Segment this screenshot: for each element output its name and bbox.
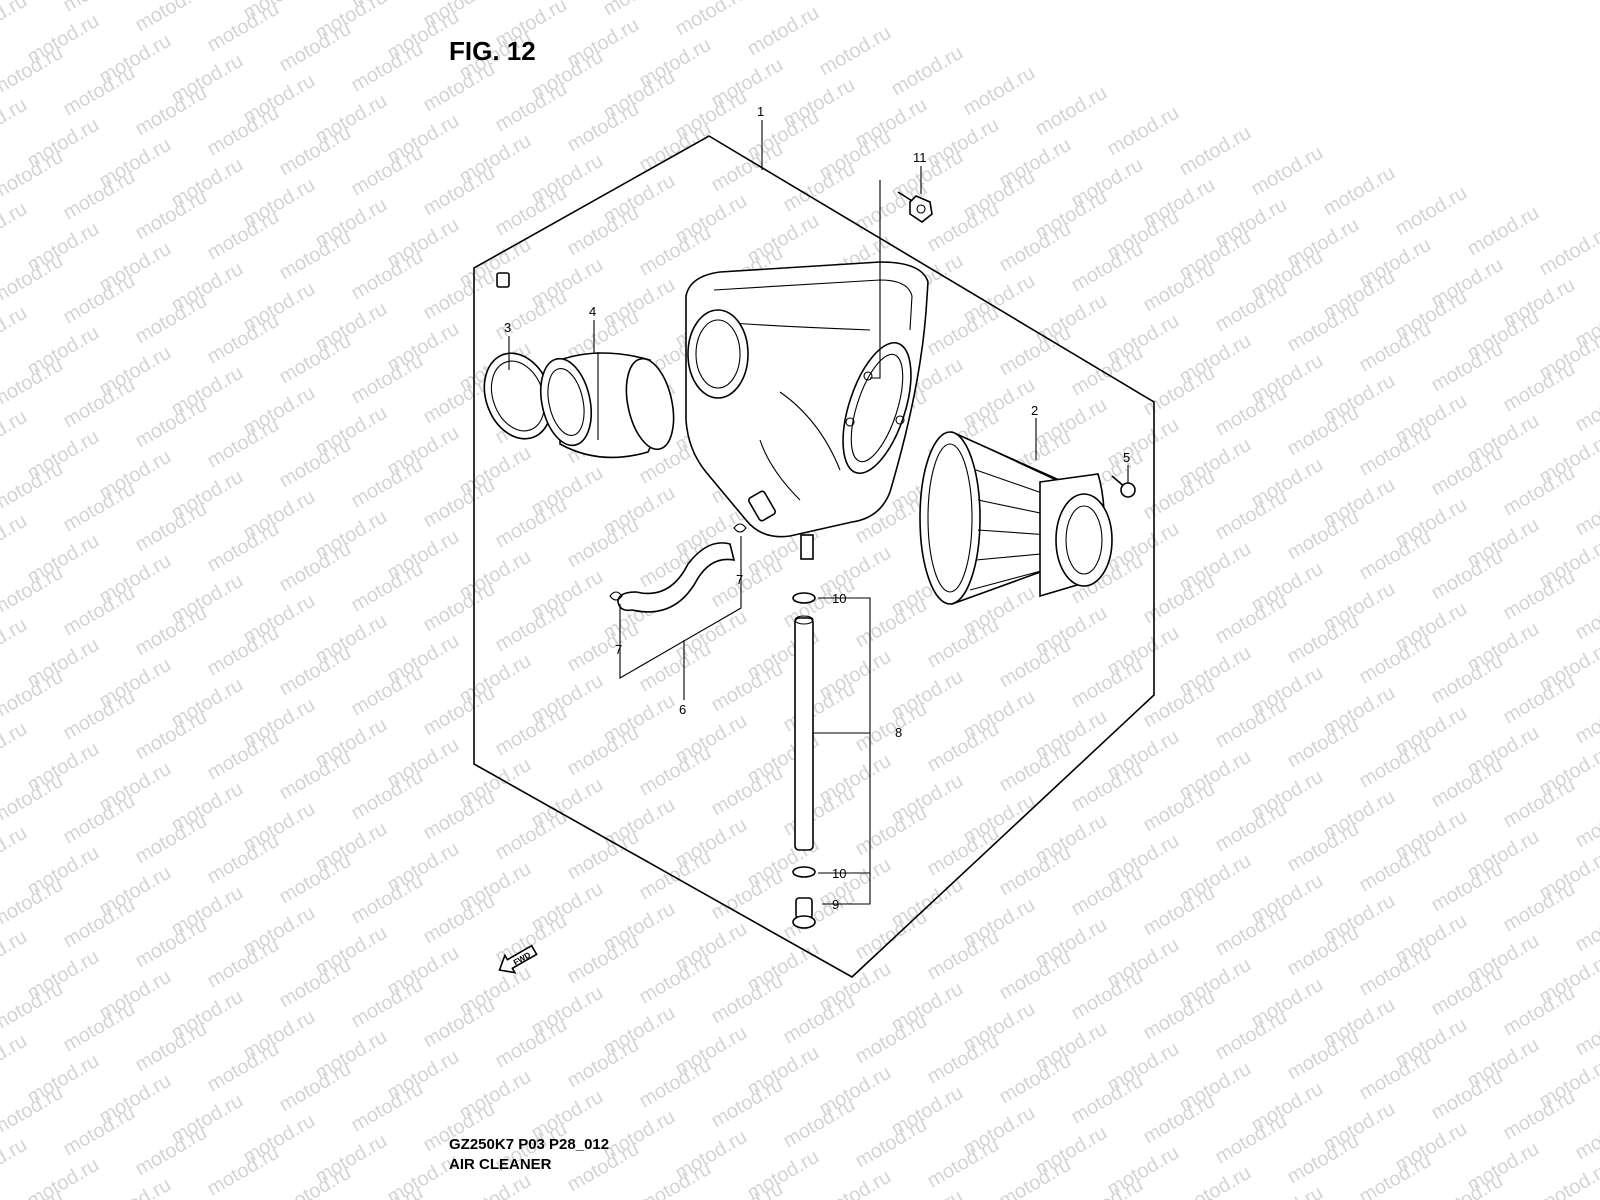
figure-title: FIG. 12 <box>449 36 536 66</box>
callout-10a: 10 <box>832 591 846 606</box>
assembly-boundary <box>473 135 1155 978</box>
drain-plug <box>792 897 816 929</box>
drain-tube <box>794 615 814 851</box>
screw-5 <box>1111 475 1136 498</box>
fwd-direction-marker: FWD <box>498 944 538 974</box>
callout-11: 11 <box>913 150 927 165</box>
model-code: GZ250K7 P03 P28_012 <box>449 1136 610 1153</box>
leader-line-11-box <box>870 180 881 379</box>
callout-7a: 7 <box>736 572 743 587</box>
leader-bracket-6-7 <box>619 536 742 679</box>
callout-9: 9 <box>832 897 839 912</box>
intake-boot <box>540 352 675 459</box>
clip-7b <box>609 591 623 601</box>
callout-5: 5 <box>1123 450 1130 465</box>
callout-1: 1 <box>757 104 764 119</box>
drain-hose <box>617 542 736 613</box>
callout-8: 8 <box>895 725 902 740</box>
section-name: AIR CLEANER <box>449 1156 552 1173</box>
callout-3: 3 <box>504 320 511 335</box>
callout-7b: 7 <box>615 642 622 657</box>
bolt-11 <box>897 191 933 223</box>
callout-6: 6 <box>679 702 686 717</box>
leader-bracket-8-9-10 <box>818 597 871 905</box>
callout-2: 2 <box>1031 403 1038 418</box>
clamp-10a <box>792 592 816 604</box>
callout-4: 4 <box>589 304 596 319</box>
filter-element <box>919 430 1113 605</box>
callout-10b: 10 <box>832 866 846 881</box>
clamp-10b <box>792 866 816 878</box>
air-cleaner-box <box>685 261 929 560</box>
clip-7a <box>733 523 747 533</box>
